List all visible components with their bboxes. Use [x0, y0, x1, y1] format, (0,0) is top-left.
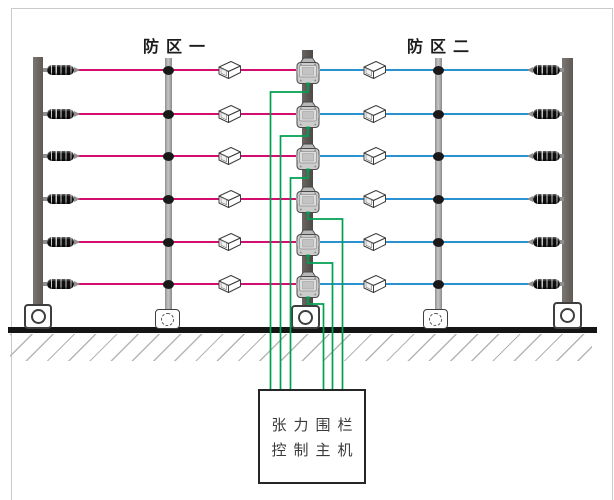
wire-clamp-icon [163, 109, 174, 119]
insulator-icon [218, 61, 241, 79]
post-base [553, 302, 582, 329]
insulator-icon [363, 61, 386, 79]
tensioner-spring-icon [527, 109, 564, 119]
wire-clamp-icon [163, 194, 174, 204]
insulator-icon [218, 105, 241, 123]
insulator-icon [218, 233, 241, 251]
wire-clamp-icon [163, 65, 174, 75]
wire-clamp-icon [163, 151, 174, 161]
tensioner-spring-icon [43, 109, 80, 119]
wire-clamp-icon [433, 65, 444, 75]
base-bolt-circle [298, 309, 313, 325]
zone1-electric-wire [70, 69, 297, 71]
insulator-icon [218, 190, 241, 208]
zone1-electric-wire [70, 155, 297, 157]
tensioner-spring-icon [527, 65, 564, 75]
insulator-icon [218, 147, 241, 165]
tensioner-spring-icon [527, 279, 564, 289]
tensioner-spring-icon [43, 279, 80, 289]
tensioner-spring-icon [527, 237, 564, 247]
wire-clamp-icon [433, 109, 444, 119]
zone1-electric-wire [70, 113, 297, 115]
tension-sensor-icon [296, 143, 320, 171]
insulator-icon [363, 233, 386, 251]
tensioner-spring-icon [43, 237, 80, 247]
insulator-icon [363, 105, 386, 123]
base-bolt-circle [560, 308, 575, 323]
base-bolt-circle [161, 312, 174, 326]
base-bolt-circle [30, 309, 46, 324]
tension-sensor-icon [296, 57, 320, 85]
control-box-title-line2: 控制主机 [271, 440, 360, 459]
wire-clamp-icon [163, 279, 174, 289]
zone2-mid-post [435, 58, 442, 328]
insulator-icon [218, 275, 241, 293]
zone1-label: 防区一 [142, 37, 212, 56]
tension-sensor-icon [296, 229, 320, 257]
control-host-box: 张力围栏 控制主机 [258, 389, 366, 484]
tensioner-spring-icon [527, 151, 564, 161]
post-base [291, 305, 320, 329]
tensioner-spring-icon [43, 194, 80, 204]
insulator-icon [363, 190, 386, 208]
left-end-post [33, 57, 43, 328]
wire-clamp-icon [433, 194, 444, 204]
zone1-electric-wire [70, 241, 297, 243]
right-end-post [562, 58, 573, 328]
tensioner-spring-icon [43, 151, 80, 161]
zone1-electric-wire [70, 283, 297, 285]
post-base [24, 304, 52, 329]
tension-sensor-icon [296, 101, 320, 129]
base-bolt-circle [429, 312, 442, 326]
tension-sensor-icon [296, 271, 320, 299]
wire-clamp-icon [433, 279, 444, 289]
tensioner-spring-icon [43, 65, 80, 75]
tensioner-spring-icon [527, 194, 564, 204]
post-base [423, 309, 448, 329]
wire-clamp-icon [433, 237, 444, 247]
zone1-mid-post [165, 58, 172, 328]
wire-clamp-icon [433, 151, 444, 161]
tension-sensor-icon [296, 186, 320, 214]
zone1-electric-wire [70, 198, 297, 200]
wire-clamp-icon [163, 237, 174, 247]
border-frame [11, 8, 613, 500]
insulator-icon [363, 147, 386, 165]
ground-hatch [10, 334, 592, 361]
zone2-label: 防区二 [406, 37, 476, 56]
control-box-title-line1: 张力围栏 [271, 415, 360, 434]
post-base [155, 309, 180, 329]
insulator-icon [363, 275, 386, 293]
